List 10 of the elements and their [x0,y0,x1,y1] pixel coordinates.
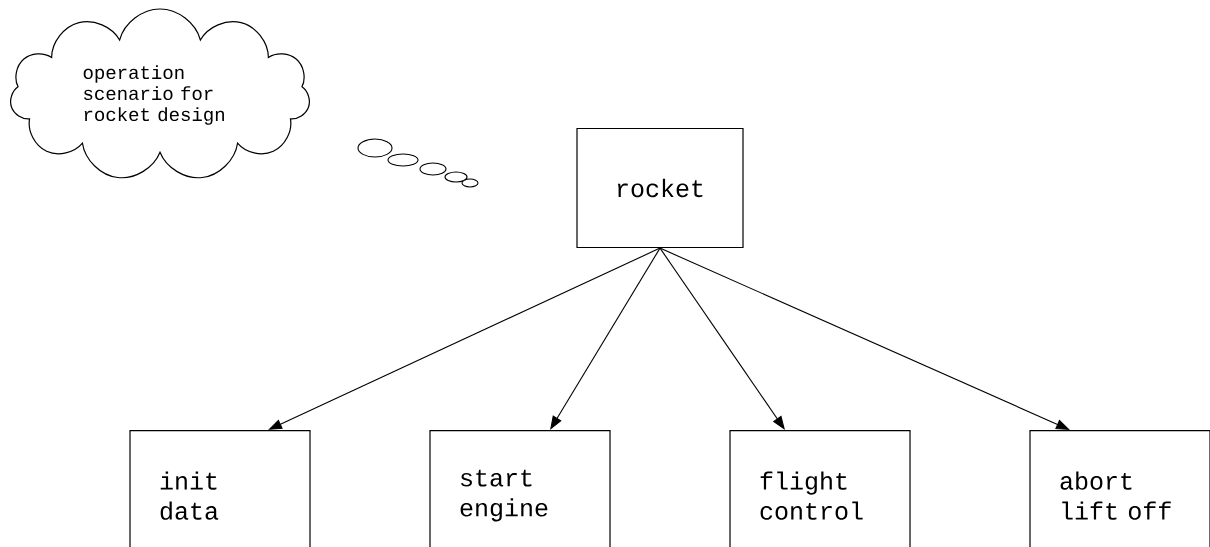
process-box: flight control [729,430,911,547]
arrow [659,247,785,430]
arrow [268,247,661,430]
process-box: rocket [576,127,744,249]
arrow [659,247,1070,430]
process-box: init data [129,430,311,547]
process-box: abort lift off [1029,430,1210,547]
thought-cloud: operation scenario for rocket design [10,8,310,179]
process-box: start engine [429,430,611,547]
arrow [550,247,661,430]
